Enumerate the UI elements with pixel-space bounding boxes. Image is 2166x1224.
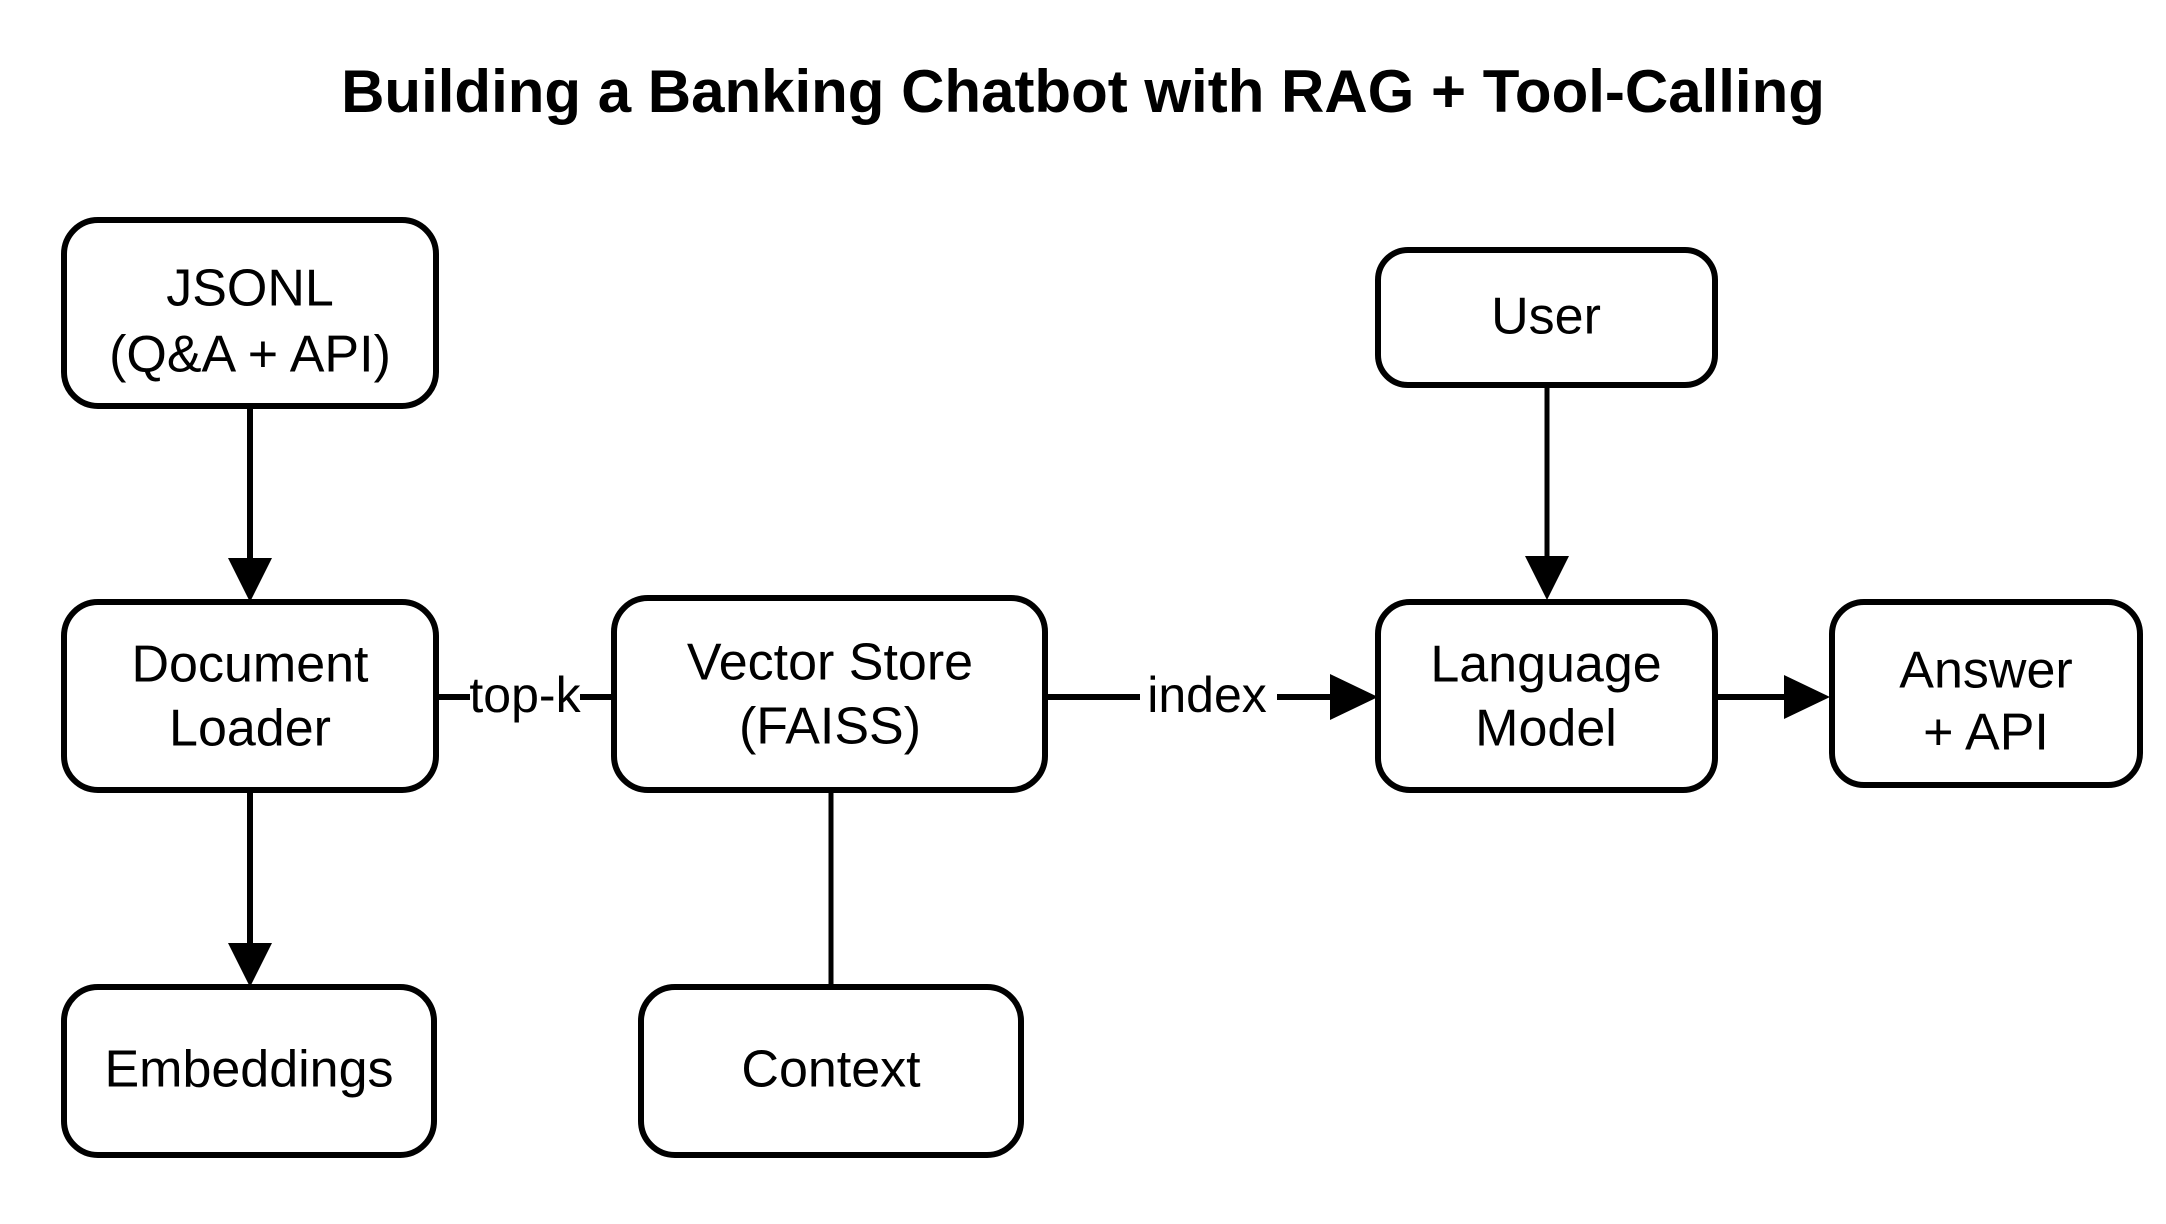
arrowhead-icon — [228, 943, 272, 987]
node-user-label: User — [1491, 288, 1601, 346]
node-document-loader-label-line1: Document — [132, 636, 370, 694]
arrowhead-icon — [1784, 675, 1830, 719]
node-jsonl[interactable]: JSONL (Q&A + API) — [61, 217, 439, 409]
node-embeddings[interactable]: Embeddings — [61, 984, 437, 1158]
arrowhead-icon — [1525, 556, 1569, 600]
arrowhead-icon — [228, 558, 272, 602]
node-document-loader-label-line2: Loader — [169, 700, 331, 758]
node-document-loader-shape[interactable] — [61, 599, 439, 793]
node-language-model-shape[interactable] — [1375, 599, 1718, 793]
node-context[interactable]: Context — [638, 984, 1024, 1158]
edge-label-index: index — [1147, 667, 1267, 723]
node-embeddings-shape[interactable] — [61, 984, 437, 1158]
node-jsonl-label-line1: JSONL — [166, 260, 334, 318]
node-answer-api-shape[interactable] — [1829, 599, 2143, 788]
edge-vector-store-to-language-model: index — [1045, 667, 1378, 723]
edge-label-top-k: top-k — [469, 667, 581, 723]
edge-jsonl-to-document-loader — [228, 405, 272, 602]
edge-document-loader-to-embeddings — [228, 790, 272, 987]
node-vector-store-label-line2: (FAISS) — [739, 698, 921, 756]
node-language-model[interactable]: Language Model — [1375, 599, 1718, 793]
edge-language-model-to-answer-api — [1715, 675, 1830, 719]
edge-document-loader-to-vector-store: top-k — [436, 667, 614, 723]
edge-user-to-language-model — [1525, 385, 1569, 600]
node-vector-store[interactable]: Vector Store (FAISS) — [611, 595, 1048, 793]
node-vector-store-shape[interactable] — [611, 595, 1048, 793]
node-language-model-label-line2: Model — [1475, 700, 1617, 758]
node-language-model-label-line1: Language — [1430, 636, 1661, 694]
node-jsonl-label-line2: (Q&A + API) — [109, 326, 391, 384]
node-answer-api-label-line2: + API — [1923, 704, 2049, 762]
node-user[interactable]: User — [1375, 247, 1718, 388]
node-answer-api[interactable]: Answer + API — [1829, 599, 2143, 788]
node-user-shape[interactable] — [1375, 247, 1718, 388]
node-document-loader[interactable]: Document Loader — [61, 599, 439, 793]
arrowhead-icon — [1330, 674, 1378, 720]
node-answer-api-label-line1: Answer — [1899, 642, 2072, 700]
page-title: Building a Banking Chatbot with RAG + To… — [341, 58, 1825, 125]
node-jsonl-shape[interactable] — [61, 217, 439, 409]
node-context-label: Context — [741, 1041, 921, 1099]
node-vector-store-label-line1: Vector Store — [687, 634, 973, 692]
node-embeddings-label: Embeddings — [104, 1041, 393, 1099]
node-context-shape[interactable] — [638, 984, 1024, 1158]
